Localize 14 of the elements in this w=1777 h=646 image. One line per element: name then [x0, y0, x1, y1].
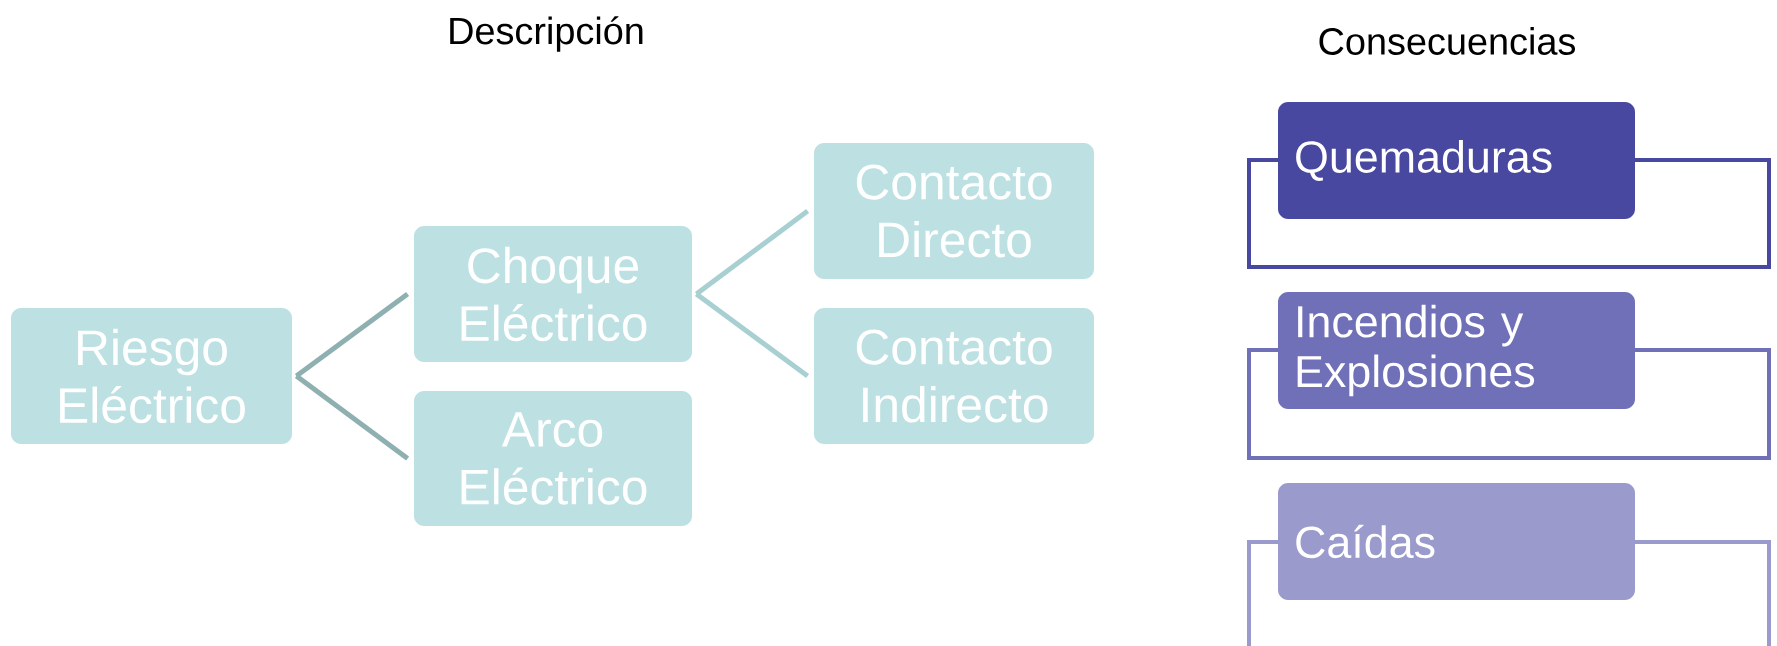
column-heading: Consecuencias — [1319, 27, 1575, 55]
connector-line — [694, 209, 810, 296]
cause-box: Arco Eléctrico — [414, 391, 692, 526]
consequence-box: Incendios y Explosiones — [1278, 292, 1635, 409]
cause-box: Contacto Indirecto — [814, 308, 1094, 444]
consequence-box: Quemaduras — [1278, 102, 1635, 219]
column-heading: Descripción — [450, 16, 643, 52]
cause-box: Choque Eléctrico — [414, 226, 692, 362]
connector-line — [294, 291, 410, 378]
connector-line — [294, 374, 410, 461]
consequence-box: Caídas — [1278, 483, 1635, 600]
connector-line — [694, 291, 810, 378]
cause-box: Riesgo Eléctrico — [11, 308, 292, 444]
cause-box: Contacto Directo — [814, 143, 1094, 279]
